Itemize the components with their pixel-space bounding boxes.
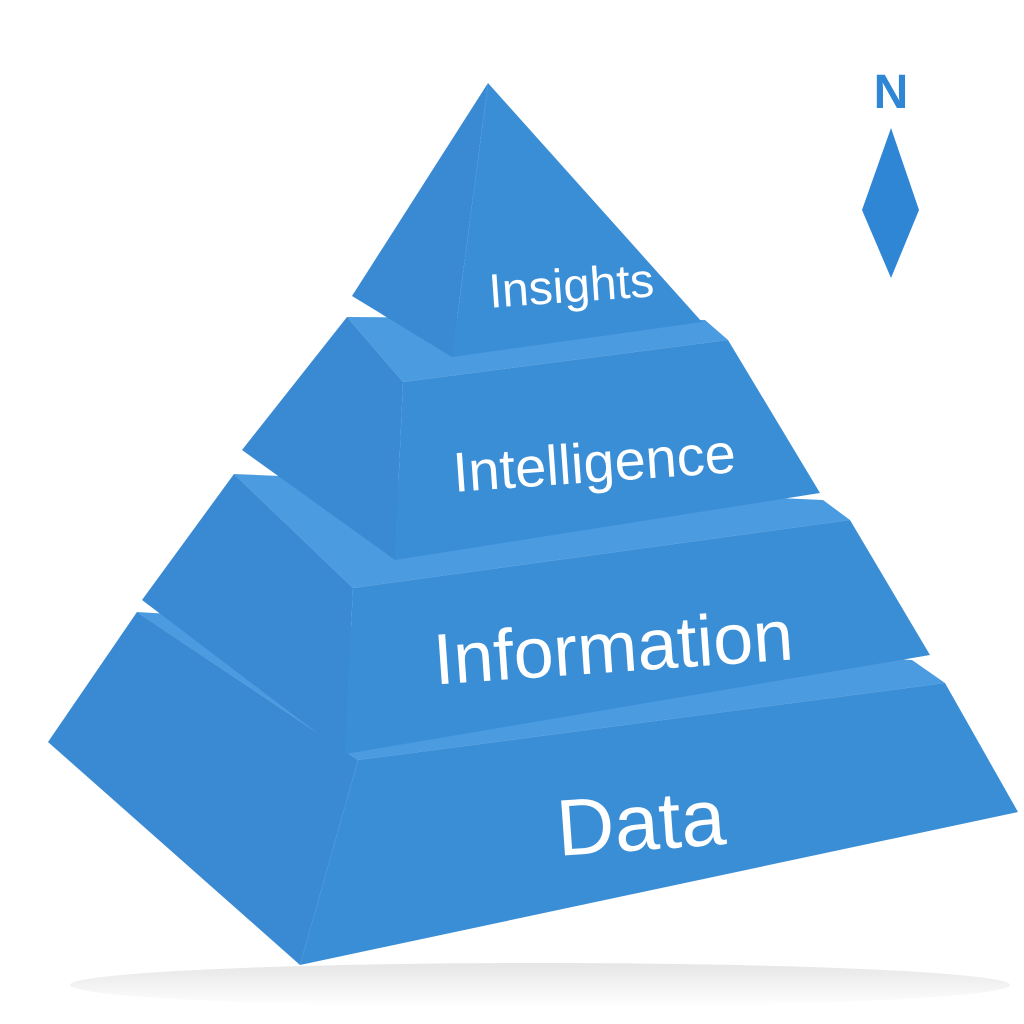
north-label: N [874, 66, 909, 119]
tier-label: Data [553, 772, 728, 873]
pyramid-tier-insights: Insights [352, 83, 702, 357]
ground-shadow [70, 963, 1010, 1007]
north-indicator: N [862, 66, 919, 278]
north-arrow-icon [862, 128, 919, 278]
